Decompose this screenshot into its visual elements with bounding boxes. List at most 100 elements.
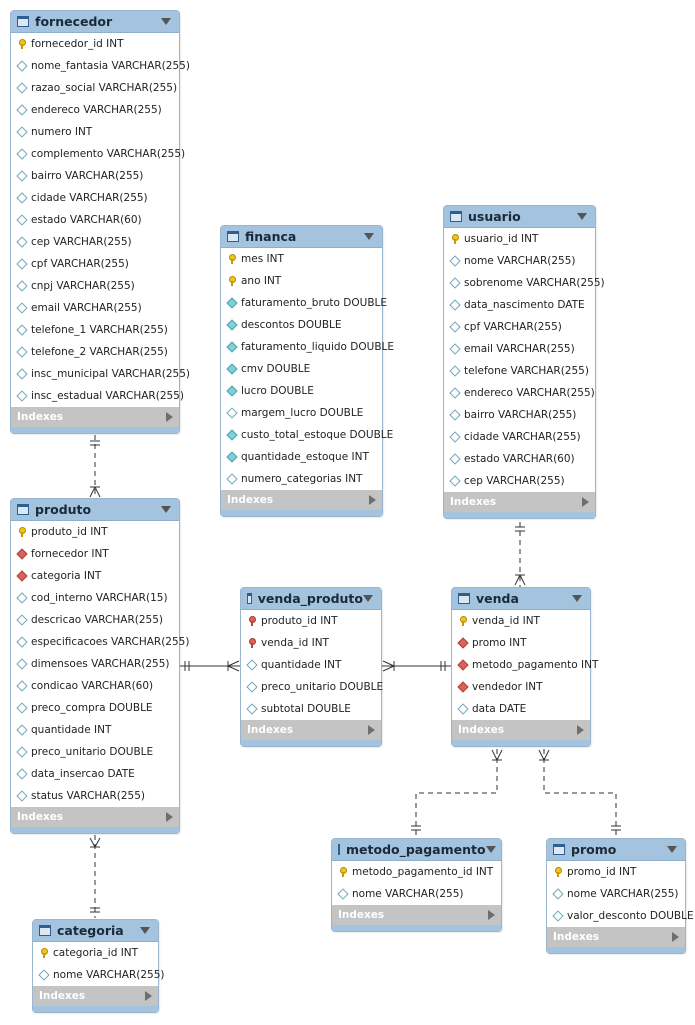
table-header[interactable]: categoria <box>33 920 158 942</box>
table-header[interactable]: venda_produto <box>241 588 381 610</box>
column-row[interactable]: cmv DOUBLE <box>221 358 382 380</box>
column-row[interactable]: preco_unitario DOUBLE <box>241 676 383 698</box>
table-header[interactable]: fornecedor <box>11 11 179 33</box>
expand-arrow-icon[interactable] <box>577 725 584 735</box>
collapse-toggle-icon[interactable] <box>364 233 374 240</box>
column-row[interactable]: cidade VARCHAR(255) <box>11 187 179 209</box>
collapse-toggle-icon[interactable] <box>161 18 171 25</box>
collapse-toggle-icon[interactable] <box>572 595 582 602</box>
table-header[interactable]: usuario <box>444 206 595 228</box>
table-header[interactable]: promo <box>547 839 685 861</box>
column-row[interactable]: preco_unitario DOUBLE <box>11 741 179 763</box>
column-row[interactable]: nome VARCHAR(255) <box>444 250 595 272</box>
expand-arrow-icon[interactable] <box>369 495 376 505</box>
table-header[interactable]: venda <box>452 588 590 610</box>
indexes-section[interactable]: Indexes <box>452 720 590 740</box>
column-row[interactable]: estado VARCHAR(60) <box>11 209 179 231</box>
column-row[interactable]: descontos DOUBLE <box>221 314 382 336</box>
column-row[interactable]: quantidade_estoque INT <box>221 446 382 468</box>
column-row[interactable]: produto_id INT <box>11 521 179 543</box>
column-row[interactable]: bairro VARCHAR(255) <box>444 404 595 426</box>
column-row[interactable]: data DATE <box>452 698 590 720</box>
column-row[interactable]: metodo_pagamento_id INT <box>332 861 501 883</box>
column-row[interactable]: promo_id INT <box>547 861 685 883</box>
column-row[interactable]: categoria INT <box>11 565 179 587</box>
column-row[interactable]: quantidade INT <box>241 654 381 676</box>
expand-arrow-icon[interactable] <box>368 725 375 735</box>
column-row[interactable]: mes INT <box>221 248 382 270</box>
table-header[interactable]: metodo_pagamento <box>332 839 501 861</box>
collapse-toggle-icon[interactable] <box>363 595 373 602</box>
expand-arrow-icon[interactable] <box>672 932 679 942</box>
column-row[interactable]: cod_interno VARCHAR(15) <box>11 587 179 609</box>
column-row[interactable]: fornecedor_id INT <box>11 33 179 55</box>
column-row[interactable]: fornecedor INT <box>11 543 179 565</box>
indexes-section[interactable]: Indexes <box>444 492 595 512</box>
column-row[interactable]: custo_total_estoque DOUBLE <box>221 424 393 446</box>
collapse-toggle-icon[interactable] <box>577 213 587 220</box>
column-row[interactable]: status VARCHAR(255) <box>11 785 179 807</box>
column-row[interactable]: vendedor INT <box>452 676 590 698</box>
collapse-toggle-icon[interactable] <box>485 846 496 853</box>
expand-arrow-icon[interactable] <box>166 812 173 822</box>
indexes-section[interactable]: Indexes <box>332 905 501 925</box>
column-row[interactable]: email VARCHAR(255) <box>11 297 179 319</box>
column-row[interactable]: lucro DOUBLE <box>221 380 382 402</box>
column-row[interactable]: complemento VARCHAR(255) <box>11 143 185 165</box>
table-header[interactable]: produto <box>11 499 179 521</box>
column-row[interactable]: metodo_pagamento INT <box>452 654 598 676</box>
column-row[interactable]: endereco VARCHAR(255) <box>444 382 595 404</box>
expand-arrow-icon[interactable] <box>488 910 495 920</box>
column-row[interactable]: categoria_id INT <box>33 942 158 964</box>
indexes-section[interactable]: Indexes <box>221 490 382 510</box>
column-row[interactable]: insc_municipal VARCHAR(255) <box>11 363 190 385</box>
column-row[interactable]: condicao VARCHAR(60) <box>11 675 179 697</box>
column-row[interactable]: cpf VARCHAR(255) <box>11 253 179 275</box>
expand-arrow-icon[interactable] <box>582 497 589 507</box>
column-row[interactable]: sobrenome VARCHAR(255) <box>444 272 605 294</box>
column-row[interactable]: numero INT <box>11 121 179 143</box>
column-row[interactable]: promo INT <box>452 632 590 654</box>
column-row[interactable]: ano INT <box>221 270 382 292</box>
collapse-toggle-icon[interactable] <box>161 506 171 513</box>
column-row[interactable]: nome VARCHAR(255) <box>332 883 501 905</box>
column-row[interactable]: estado VARCHAR(60) <box>444 448 595 470</box>
column-row[interactable]: data_nascimento DATE <box>444 294 595 316</box>
expand-arrow-icon[interactable] <box>166 412 173 422</box>
expand-arrow-icon[interactable] <box>145 991 152 1001</box>
indexes-section[interactable]: Indexes <box>33 986 158 1006</box>
column-row[interactable]: produto_id INT <box>241 610 381 632</box>
column-row[interactable]: telefone_2 VARCHAR(255) <box>11 341 179 363</box>
column-row[interactable]: dimensoes VARCHAR(255) <box>11 653 179 675</box>
column-row[interactable]: telefone VARCHAR(255) <box>444 360 595 382</box>
column-row[interactable]: cep VARCHAR(255) <box>444 470 595 492</box>
column-row[interactable]: especificacoes VARCHAR(255) <box>11 631 189 653</box>
column-row[interactable]: faturamento_bruto DOUBLE <box>221 292 387 314</box>
column-row[interactable]: margem_lucro DOUBLE <box>221 402 382 424</box>
column-row[interactable]: descricao VARCHAR(255) <box>11 609 179 631</box>
column-row[interactable]: faturamento_liquido DOUBLE <box>221 336 394 358</box>
indexes-section[interactable]: Indexes <box>11 807 179 827</box>
column-row[interactable]: email VARCHAR(255) <box>444 338 595 360</box>
column-row[interactable]: insc_estadual VARCHAR(255) <box>11 385 184 407</box>
column-row[interactable]: razao_social VARCHAR(255) <box>11 77 179 99</box>
column-row[interactable]: nome_fantasia VARCHAR(255) <box>11 55 190 77</box>
indexes-section[interactable]: Indexes <box>547 927 685 947</box>
column-row[interactable]: preco_compra DOUBLE <box>11 697 179 719</box>
column-row[interactable]: cnpj VARCHAR(255) <box>11 275 179 297</box>
column-row[interactable]: usuario_id INT <box>444 228 595 250</box>
collapse-toggle-icon[interactable] <box>140 927 150 934</box>
column-row[interactable]: bairro VARCHAR(255) <box>11 165 179 187</box>
column-row[interactable]: cpf VARCHAR(255) <box>444 316 595 338</box>
column-row[interactable]: nome VARCHAR(255) <box>33 964 165 986</box>
column-row[interactable]: cidade VARCHAR(255) <box>444 426 595 448</box>
column-row[interactable]: telefone_1 VARCHAR(255) <box>11 319 179 341</box>
column-row[interactable]: data_insercao DATE <box>11 763 179 785</box>
